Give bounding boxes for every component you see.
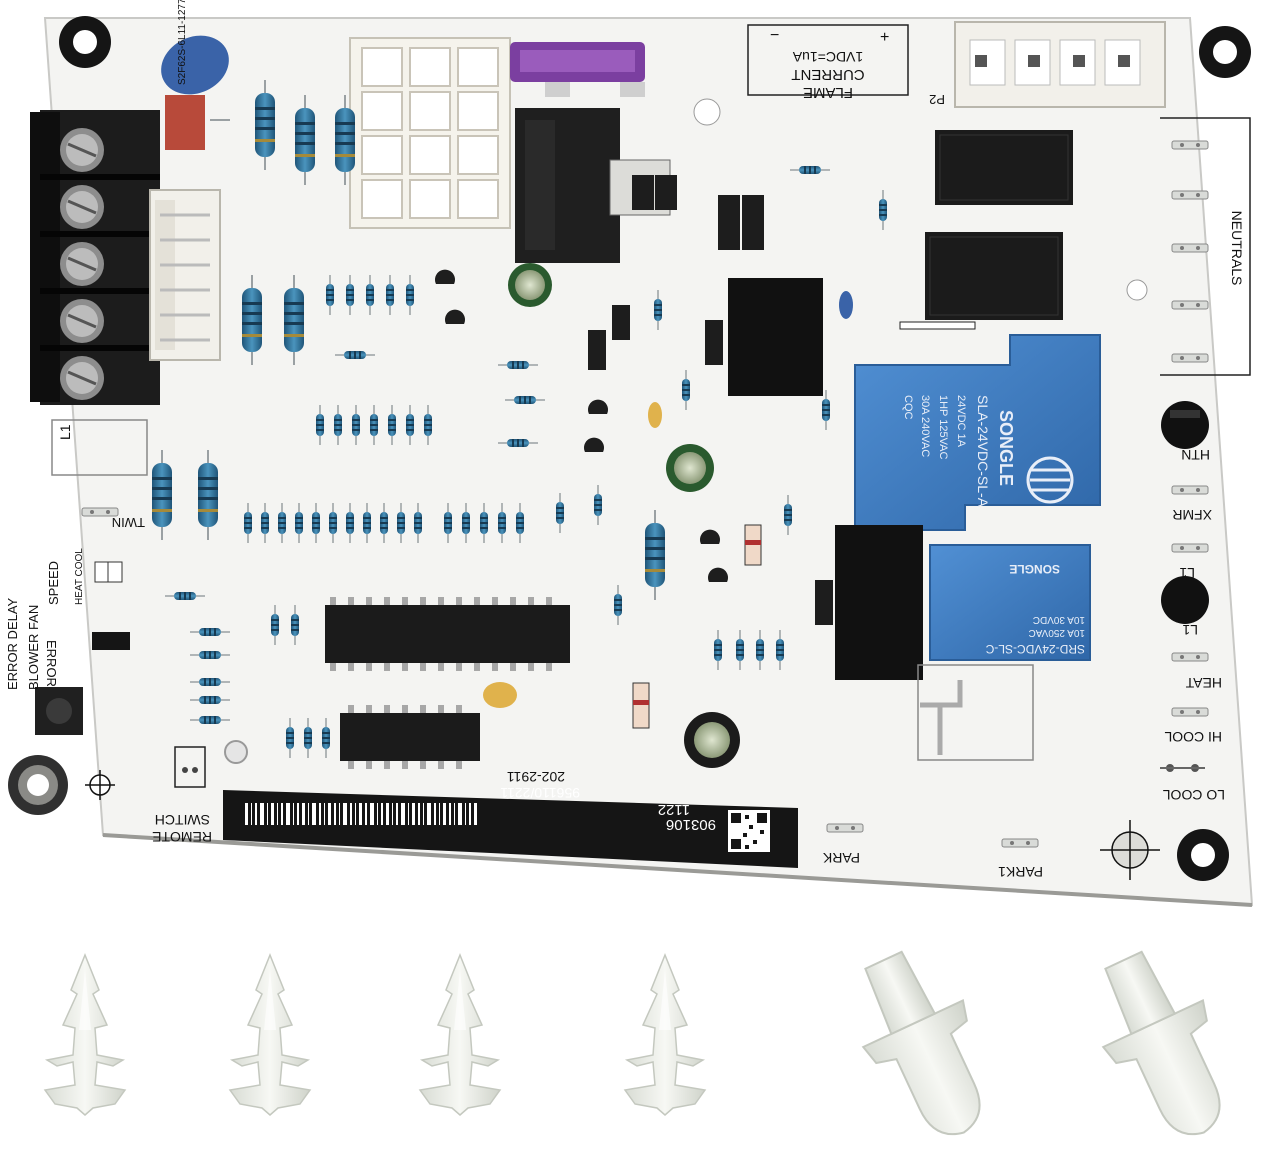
relay-small-rating-1: 10A 250VAC bbox=[1028, 627, 1085, 638]
fastener-set bbox=[44, 950, 1221, 1136]
standoff-fastener bbox=[1101, 950, 1221, 1136]
blower-fan-label: BLOWER FAN bbox=[26, 605, 41, 690]
flame-current-label: CURRENT bbox=[791, 66, 864, 83]
xfmr-label: XFMR bbox=[1172, 507, 1212, 523]
control-board: 1VDC=1uA CURRENT FLAME − + P2 bbox=[5, 0, 1254, 907]
speed-label: SPEED bbox=[46, 561, 61, 605]
microcontroller-ic bbox=[325, 597, 570, 671]
relay-large-cert: CQC bbox=[902, 395, 914, 420]
l1-label-2: L1 bbox=[1182, 622, 1198, 638]
part-number: 903106 bbox=[666, 816, 716, 833]
p2-label: P2 bbox=[929, 92, 945, 107]
status-led bbox=[224, 740, 248, 764]
ht-label: HTN bbox=[1181, 447, 1210, 463]
twin-terminal-outline bbox=[51, 419, 148, 476]
relay-small-rating-2: 10A 30VDC bbox=[1033, 614, 1085, 625]
park1-terminal bbox=[1001, 838, 1039, 848]
barcode-text-1: 956110/2211 bbox=[500, 785, 580, 801]
p2-connector bbox=[954, 21, 1166, 108]
relay-small-brand: SONGLE bbox=[1009, 562, 1060, 576]
fan-speed-jumper[interactable] bbox=[92, 561, 130, 650]
diode-array bbox=[588, 175, 833, 729]
lo-cool-label: LO COOL bbox=[1163, 787, 1225, 803]
l1-post bbox=[1161, 576, 1209, 624]
silkscreen-bar bbox=[899, 321, 976, 330]
heat-cool-small-label: HEAT COOL bbox=[74, 548, 85, 605]
push-pin-fastener bbox=[229, 954, 311, 1116]
park-terminal bbox=[826, 823, 864, 833]
barcode-text-2: 202-2911 bbox=[507, 769, 565, 785]
x-capacitor bbox=[161, 35, 230, 150]
wire-header-connector bbox=[149, 189, 221, 361]
trace-code: S2F62S-6L11-1277225 bbox=[177, 0, 188, 85]
remote-label: REMOTE bbox=[152, 829, 212, 845]
mounting-hole-tr bbox=[1199, 26, 1251, 78]
screw-terminal bbox=[60, 356, 104, 400]
mounting-hole-br bbox=[1177, 829, 1229, 881]
molex-12-pin-connector bbox=[349, 37, 511, 229]
flame-current-label-box bbox=[747, 24, 909, 96]
switch-label: SWITCH bbox=[155, 812, 210, 828]
remote-switch-box bbox=[174, 746, 206, 788]
l1-label: L1 bbox=[1179, 565, 1195, 581]
board-hole bbox=[1126, 279, 1148, 301]
triac-heatsink-1 bbox=[728, 278, 823, 396]
inducer-relay bbox=[515, 108, 671, 263]
error-label: ERROR bbox=[44, 640, 59, 687]
electrolytic-capacitor-3 bbox=[684, 712, 740, 768]
electrolytic-capacitor-2 bbox=[666, 444, 714, 492]
neutrals-label: NEUTRALS bbox=[1229, 211, 1245, 286]
relay-large-rating-2: 1HP 125VAC bbox=[937, 395, 949, 459]
screw-terminal bbox=[60, 128, 104, 172]
hi-cool-label: HI COOL bbox=[1164, 729, 1222, 745]
screw-terminal bbox=[60, 185, 104, 229]
park1-label: PARK1 bbox=[998, 864, 1043, 880]
relay-large-rating-3: 30A 240VAC bbox=[919, 395, 931, 457]
ceramic-capacitor bbox=[839, 291, 853, 319]
tantalum-capacitor bbox=[648, 402, 662, 428]
screw-terminal-block bbox=[30, 110, 160, 405]
relay-k1 bbox=[935, 130, 1073, 205]
board-hole bbox=[693, 98, 721, 126]
l1-left-label: L1 bbox=[57, 424, 73, 440]
relay-large-brand: SONGLE bbox=[996, 410, 1016, 486]
screw-terminal bbox=[60, 242, 104, 286]
relay-k2 bbox=[925, 232, 1063, 320]
tantalum-capacitor bbox=[483, 682, 517, 708]
date-code: 1122 bbox=[658, 801, 690, 818]
park-label: PARK bbox=[822, 850, 860, 866]
mounting-hole-tl bbox=[59, 16, 111, 68]
relay-small-model: SRD-24VDC-SL-C bbox=[985, 642, 1085, 656]
blade-fuse bbox=[510, 42, 645, 97]
standoff-fastener bbox=[861, 950, 981, 1136]
twin-label: TWIN bbox=[112, 515, 145, 530]
screw-terminal bbox=[60, 299, 104, 343]
flame-unit-label: 1VDC=1uA bbox=[792, 49, 863, 65]
aux-relay bbox=[929, 544, 1091, 661]
push-pin-fastener bbox=[624, 954, 706, 1116]
error-delay-label: ERROR DELAY bbox=[5, 597, 20, 690]
barcode-label bbox=[223, 790, 798, 868]
copper-pad-outline bbox=[917, 664, 1034, 761]
flame-label: FLAME bbox=[803, 84, 853, 101]
push-pin-fastener bbox=[419, 954, 501, 1116]
mounting-hole-bl bbox=[8, 755, 68, 815]
electrolytic-capacitor-1 bbox=[508, 263, 552, 307]
driver-ic bbox=[340, 705, 480, 769]
minus-sign: − bbox=[770, 27, 779, 44]
ht-post bbox=[1161, 401, 1209, 449]
relay-large-model: SLA-24VDC-SL-A bbox=[975, 395, 991, 508]
relay-large-rating-1: 24VDC 1A bbox=[955, 395, 967, 448]
right-terminal-column bbox=[1160, 401, 1209, 772]
push-pin-fastener bbox=[44, 954, 126, 1116]
neutrals-terminal-group bbox=[1160, 117, 1251, 376]
reset-tact-switch[interactable] bbox=[35, 687, 83, 735]
plus-sign: + bbox=[880, 29, 889, 46]
triac-heatsink-2 bbox=[835, 525, 923, 680]
heat-label: HEAT bbox=[1185, 675, 1222, 691]
